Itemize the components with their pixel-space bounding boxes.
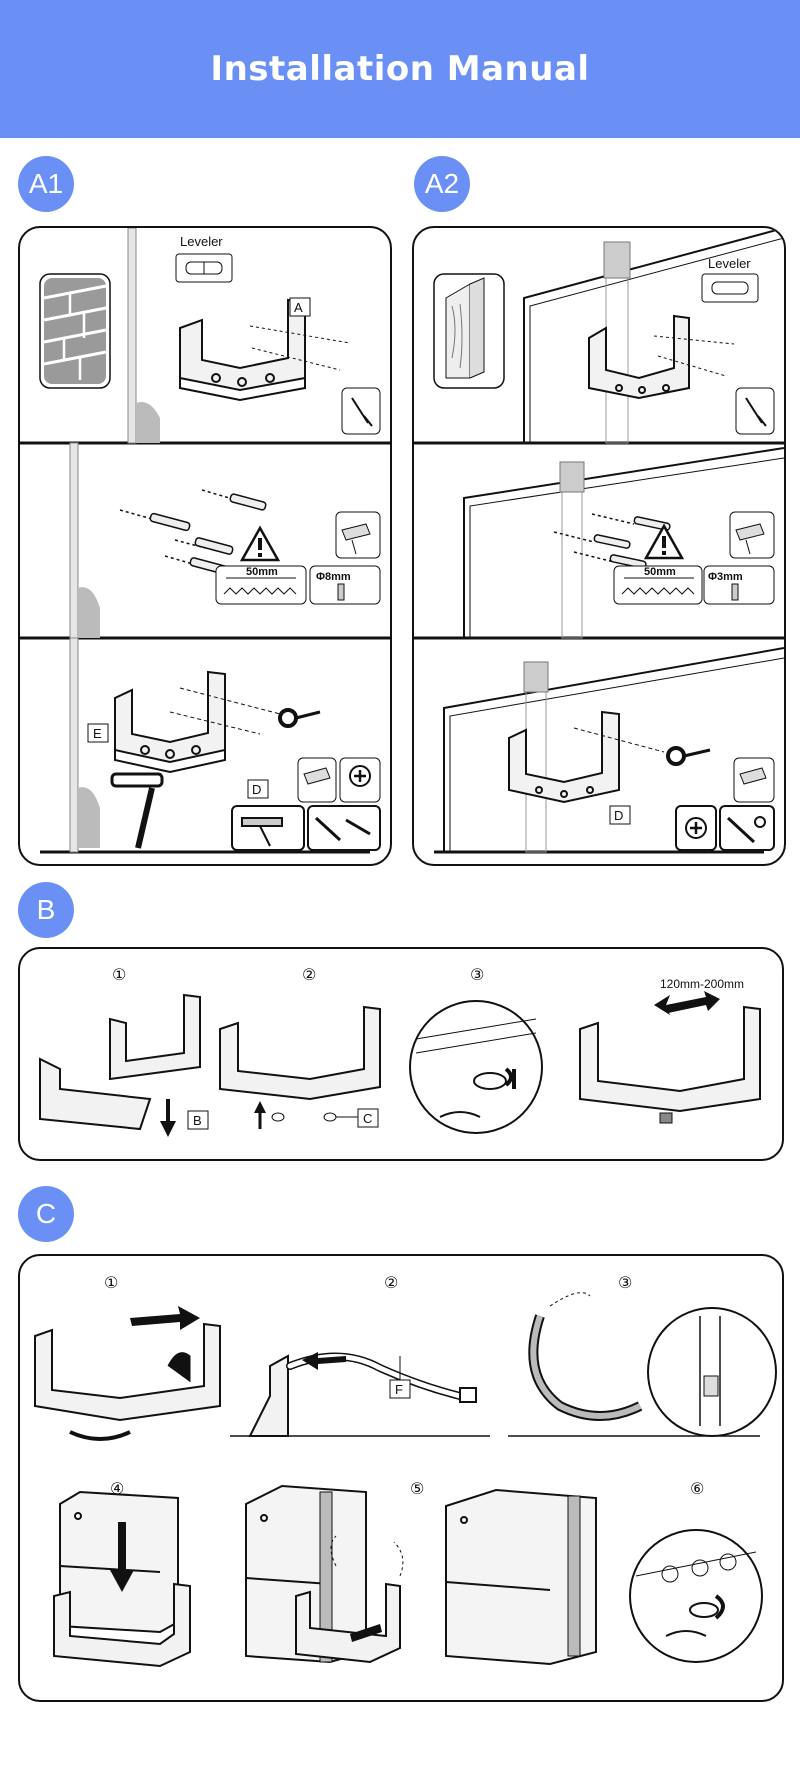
spacing-ruler-icon (215, 565, 307, 605)
screwdriver-icon (666, 746, 686, 766)
bracket-drawing (508, 710, 620, 804)
a2-drill-size: Φ3mm (708, 571, 743, 583)
a1-leveler-label: Leveler (180, 234, 223, 249)
c-step-1: ① (104, 1273, 118, 1292)
bracket-drawing (114, 670, 226, 774)
b-part-b-label: B (193, 1113, 202, 1128)
c-step-2: ② (384, 1273, 398, 1292)
brick-wall-icon (39, 273, 111, 389)
c-step-5: ⑤ (410, 1479, 424, 1498)
b-illustration: ① ② ③ B C 120mm-20 (39, 965, 761, 1137)
section-badge-a2: A2 (414, 156, 470, 212)
bracket-drawing (179, 298, 306, 402)
a2-illustration: Leveler 50mm Φ3m (414, 228, 784, 854)
wall-anchor-drawing (119, 489, 267, 575)
panel-a1: Leveler A (18, 226, 392, 866)
section-badge-c: C (18, 1186, 74, 1242)
wood-stud-icon (433, 273, 505, 389)
magnifier-detail (409, 1000, 543, 1134)
bracket-drawing (248, 1354, 289, 1437)
a1-drill-size: Φ8mm (316, 571, 351, 583)
panel-a2: Leveler 50mm Φ3m (412, 226, 786, 866)
c-part-f-label: F (395, 1382, 403, 1397)
a1-illustration: Leveler A (20, 228, 390, 854)
bracket-drawing (579, 1005, 761, 1113)
drill-bit-icon (703, 565, 775, 605)
bracket-drawing (588, 314, 690, 400)
drill-hole-marks (553, 513, 671, 569)
panel-b: ① ② ③ B C 120mm-20 (18, 947, 784, 1161)
b-part-c-label: C (363, 1111, 372, 1126)
c-step-3: ③ (618, 1273, 632, 1292)
a2-hole-spacing: 50mm (644, 566, 676, 578)
magnifier-detail (647, 1307, 777, 1437)
c-step-6: ⑥ (690, 1479, 704, 1498)
screwdriver-icon (278, 708, 298, 728)
bracket-drawing (34, 1322, 221, 1422)
bracket-drawing (39, 993, 201, 1131)
width-adjust-arrow (654, 991, 720, 1015)
b-step-2: ② (302, 965, 316, 984)
battery-unit-drawing (445, 1488, 597, 1666)
a1-part-d-label: D (252, 782, 261, 797)
warning-icon (643, 523, 685, 560)
a2-part-d-label: D (614, 808, 623, 823)
screw-and-anchor-icon (307, 805, 381, 851)
b-width-range: 120mm-200mm (660, 977, 744, 991)
panel-c: ① ② ③ ④ ⑤ ⑥ F (18, 1254, 784, 1702)
screw-icon (719, 805, 775, 851)
spacing-ruler-icon (613, 565, 703, 605)
c-illustration: ① ② ③ ④ ⑤ ⑥ F (34, 1273, 777, 1668)
page-header: Installation Manual (0, 0, 800, 138)
bracket-drawing (295, 1582, 401, 1664)
drill-bit-icon (309, 565, 381, 605)
b-step-3: ③ (470, 965, 484, 984)
a1-part-a-label: A (294, 300, 303, 315)
page-title: Installation Manual (210, 49, 590, 89)
magnifier-detail (629, 1529, 763, 1663)
a2-leveler-label: Leveler (708, 256, 751, 271)
section-badge-b: B (18, 882, 74, 938)
hammer-icon (110, 772, 164, 849)
slide-arrow (130, 1306, 200, 1330)
b-step-1: ① (112, 965, 126, 984)
a1-part-e-label: E (93, 726, 102, 741)
warning-icon (239, 525, 281, 562)
bracket-drawing (53, 1582, 191, 1668)
section-badge-a1: A1 (18, 156, 74, 212)
bracket-drawing (219, 1005, 381, 1101)
a1-hole-spacing: 50mm (246, 566, 278, 578)
